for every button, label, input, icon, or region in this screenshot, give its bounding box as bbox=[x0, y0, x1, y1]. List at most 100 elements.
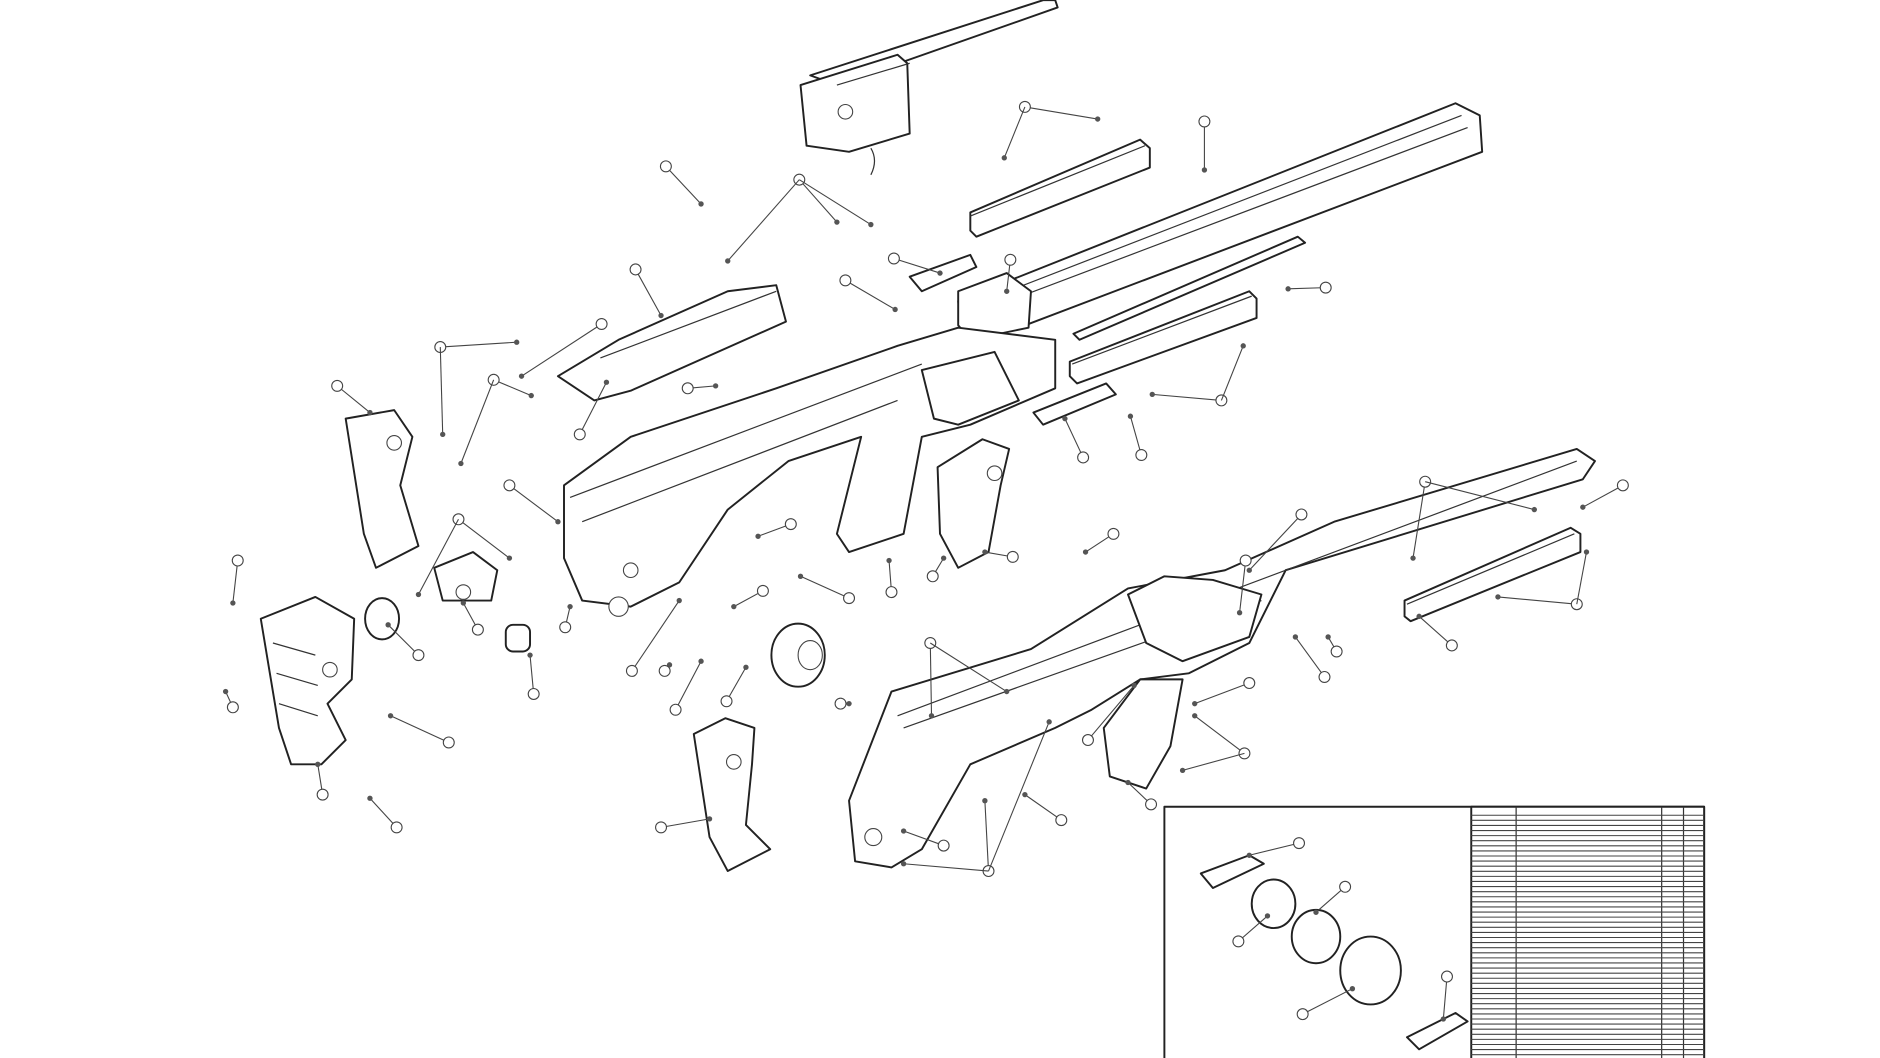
inset-detail bbox=[1163, 805, 1706, 1058]
leader-line bbox=[369, 797, 398, 828]
part-screw bbox=[555, 519, 561, 525]
part-screw bbox=[698, 201, 704, 207]
grip-bottom bbox=[692, 717, 772, 873]
leader-line bbox=[579, 381, 607, 435]
leader-line bbox=[1239, 560, 1247, 613]
part-screw bbox=[868, 221, 874, 228]
leader-line bbox=[417, 519, 459, 595]
callout-bubble bbox=[452, 513, 465, 526]
part-screw bbox=[1004, 688, 1010, 695]
part-screw bbox=[1440, 1016, 1447, 1022]
part-screw bbox=[1240, 343, 1246, 349]
part-screw bbox=[1292, 634, 1299, 640]
leader-line bbox=[1194, 715, 1245, 754]
leader-line bbox=[903, 863, 989, 872]
leader-line bbox=[727, 179, 800, 262]
part-screw bbox=[658, 312, 664, 319]
leader-line bbox=[1442, 976, 1448, 1020]
callout-bubble bbox=[442, 736, 455, 749]
part-screw bbox=[706, 816, 713, 822]
leader-line bbox=[800, 575, 850, 599]
callout-bubble bbox=[655, 821, 668, 834]
callout-bubble bbox=[1616, 479, 1629, 492]
part-screw bbox=[712, 383, 719, 389]
part-screw bbox=[1313, 909, 1319, 915]
callout-bubble bbox=[669, 703, 682, 716]
callout-bubble bbox=[1145, 798, 1158, 811]
callout-bubble bbox=[839, 274, 852, 287]
callout-bubble bbox=[390, 821, 403, 834]
part-screw bbox=[928, 713, 935, 719]
leader-line bbox=[232, 560, 239, 604]
callout-bubble bbox=[1330, 645, 1343, 658]
part-screw bbox=[982, 549, 988, 555]
leader-line bbox=[929, 643, 933, 716]
part-screw bbox=[900, 861, 907, 867]
part-screw bbox=[603, 379, 610, 385]
leader-line bbox=[984, 800, 990, 872]
stock-chassis-main bbox=[563, 326, 1057, 617]
part-screw bbox=[1285, 286, 1291, 292]
leader-line bbox=[1152, 393, 1222, 401]
part-screw bbox=[1125, 779, 1131, 786]
part-screw bbox=[1127, 413, 1134, 419]
part-screw bbox=[387, 713, 394, 719]
part-screw bbox=[1192, 700, 1198, 707]
part-screw bbox=[1046, 719, 1052, 725]
leader-line bbox=[1315, 886, 1346, 913]
callout-bubble bbox=[1135, 449, 1148, 462]
leader-line bbox=[930, 642, 1008, 692]
leader-line bbox=[665, 165, 702, 205]
callout-bubble bbox=[1296, 1008, 1309, 1021]
part-screw bbox=[1179, 767, 1186, 774]
part-screw bbox=[458, 460, 464, 467]
leader-line bbox=[336, 385, 371, 413]
leader-line bbox=[1238, 915, 1268, 942]
part-screw bbox=[892, 306, 898, 313]
leader-line bbox=[509, 484, 559, 523]
part-screw bbox=[676, 597, 682, 604]
callout-bubble bbox=[756, 584, 769, 597]
callout-bubble bbox=[226, 701, 239, 714]
part-screw bbox=[1082, 549, 1089, 555]
callout-bubble bbox=[658, 664, 671, 677]
callout-bubble bbox=[885, 586, 898, 599]
callout-bubble bbox=[681, 382, 694, 395]
leader-line bbox=[1024, 794, 1062, 821]
spring-assembly bbox=[364, 551, 826, 688]
part-screw bbox=[755, 533, 761, 539]
grip-left bbox=[344, 409, 420, 569]
callout-bubble bbox=[1440, 970, 1453, 983]
leader-line bbox=[1302, 988, 1353, 1015]
part-screw bbox=[440, 431, 446, 438]
leader-line bbox=[988, 721, 1050, 872]
part-screw bbox=[1410, 555, 1416, 561]
callout-bubble bbox=[1198, 115, 1211, 128]
leader-line bbox=[439, 347, 444, 435]
part-screw bbox=[1022, 791, 1028, 798]
leader-line bbox=[529, 655, 535, 695]
part-screw bbox=[528, 392, 534, 399]
part-screw bbox=[1131, 682, 1137, 689]
part-screw bbox=[567, 603, 573, 610]
leader-line bbox=[1412, 481, 1426, 559]
callout-bubble bbox=[843, 592, 856, 605]
callout-bubble bbox=[1293, 837, 1306, 850]
leader-line bbox=[460, 379, 495, 464]
leader-line bbox=[726, 667, 747, 702]
callout-bubble bbox=[331, 379, 344, 392]
part-screw bbox=[1580, 504, 1586, 510]
callout-bubble bbox=[720, 695, 733, 708]
callout-bubble bbox=[834, 697, 847, 710]
part-screw bbox=[315, 761, 321, 767]
rail-piece-lower bbox=[1403, 526, 1582, 623]
callout-bubble bbox=[1081, 734, 1094, 747]
callout-bubble bbox=[1232, 935, 1245, 948]
part-screw bbox=[1201, 167, 1208, 173]
leader-line bbox=[675, 660, 702, 710]
callout-bubble bbox=[1004, 253, 1017, 266]
part-screw bbox=[940, 555, 947, 561]
leader-line bbox=[1582, 484, 1624, 508]
grip-center bbox=[936, 438, 1011, 569]
part-screw bbox=[1095, 116, 1101, 122]
